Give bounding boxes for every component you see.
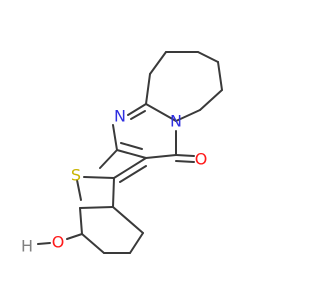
atom-label-oxygen-carbonyl: O <box>195 150 208 169</box>
bond <box>175 160 195 163</box>
atom-labels: N N S O O H <box>21 107 207 256</box>
bond <box>197 51 219 63</box>
atom-label-nitrogen-imine: N <box>114 107 126 126</box>
bond <box>149 51 167 75</box>
atom-label-oxygen-hydroxyl: O <box>52 233 65 252</box>
bond <box>145 154 177 159</box>
bond <box>130 110 146 120</box>
bond <box>113 157 147 179</box>
bond <box>175 154 195 157</box>
atom-label-sulfur: S <box>71 166 81 185</box>
atom-label-nitrogen-amide: N <box>170 112 182 131</box>
atom-label-hydrogen: H <box>21 237 33 256</box>
bond <box>79 207 83 235</box>
bond <box>112 124 118 151</box>
bond <box>127 103 147 116</box>
bond <box>175 109 201 122</box>
thiophene-ring <box>76 149 147 201</box>
bond <box>119 165 147 183</box>
bond <box>79 206 114 209</box>
bond <box>112 177 115 208</box>
cyclohexane-ring <box>79 177 144 254</box>
bond <box>120 142 143 150</box>
pyrimidine-ring <box>112 103 177 159</box>
bond <box>199 89 223 111</box>
hydroxyl-bond <box>37 233 83 245</box>
bond <box>76 179 82 201</box>
bond <box>145 103 177 122</box>
bond <box>99 149 118 169</box>
bond <box>217 61 223 91</box>
molecule-structure: N N S O O H <box>21 51 223 256</box>
bond <box>112 206 144 234</box>
bond <box>83 176 115 179</box>
bond <box>116 149 147 159</box>
bond <box>66 233 83 240</box>
bond <box>37 242 51 245</box>
bond <box>129 232 144 254</box>
bond <box>81 233 105 254</box>
bond <box>145 73 151 105</box>
carbonyl-bond <box>175 154 195 163</box>
azepane-ring <box>145 51 223 122</box>
